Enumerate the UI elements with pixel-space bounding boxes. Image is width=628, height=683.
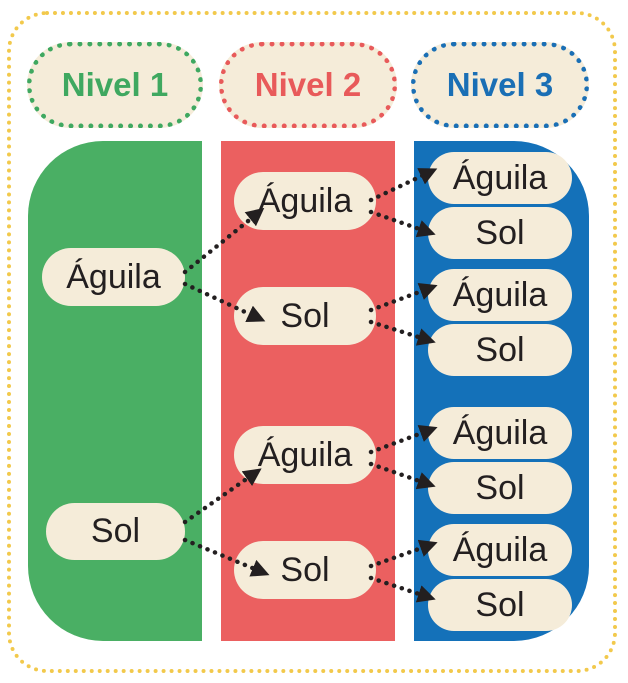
node-l3-sol-3: Sol xyxy=(428,462,572,514)
level-1-header: Nivel 1 xyxy=(27,42,203,128)
node-label: Águila xyxy=(66,257,161,296)
node-label: Sol xyxy=(280,296,330,335)
level-1-label: Nivel 1 xyxy=(61,66,169,103)
node-label: Águila xyxy=(452,275,548,314)
level-2-label: Nivel 2 xyxy=(254,66,362,103)
node-label: Sol xyxy=(475,468,525,507)
node-label: Sol xyxy=(475,585,525,624)
node-l3-aguila-2: Águila xyxy=(428,269,572,321)
node-l1-sol: Sol xyxy=(46,503,185,560)
node-label: Águila xyxy=(257,181,353,220)
node-l3-aguila-3: Águila xyxy=(428,407,572,459)
node-label: Águila xyxy=(257,435,353,474)
level-2-header: Nivel 2 xyxy=(219,42,397,128)
node-label: Águila xyxy=(452,158,548,197)
node-l3-sol-4: Sol xyxy=(428,579,572,631)
node-l3-sol-2: Sol xyxy=(428,324,572,376)
node-label: Águila xyxy=(452,413,548,452)
node-label: Sol xyxy=(475,330,525,369)
node-l3-aguila-4: Águila xyxy=(428,524,572,576)
node-l2-sol-2: Sol xyxy=(234,541,376,599)
level-3-header: Nivel 3 xyxy=(411,42,589,128)
node-l3-aguila-1: Águila xyxy=(428,152,572,204)
node-label: Águila xyxy=(452,530,548,569)
node-l2-sol-1: Sol xyxy=(234,287,376,345)
level-1-column xyxy=(28,141,202,641)
node-label: Sol xyxy=(90,512,141,550)
node-l2-aguila-1: Águila xyxy=(234,172,376,230)
level-3-label: Nivel 3 xyxy=(446,66,554,103)
node-l1-aguila: Águila xyxy=(42,248,185,306)
node-label: Sol xyxy=(475,213,525,252)
node-l3-sol-1: Sol xyxy=(428,207,572,259)
node-l2-aguila-2: Águila xyxy=(234,426,376,484)
outer-frame xyxy=(7,11,617,673)
node-label: Sol xyxy=(280,550,330,589)
